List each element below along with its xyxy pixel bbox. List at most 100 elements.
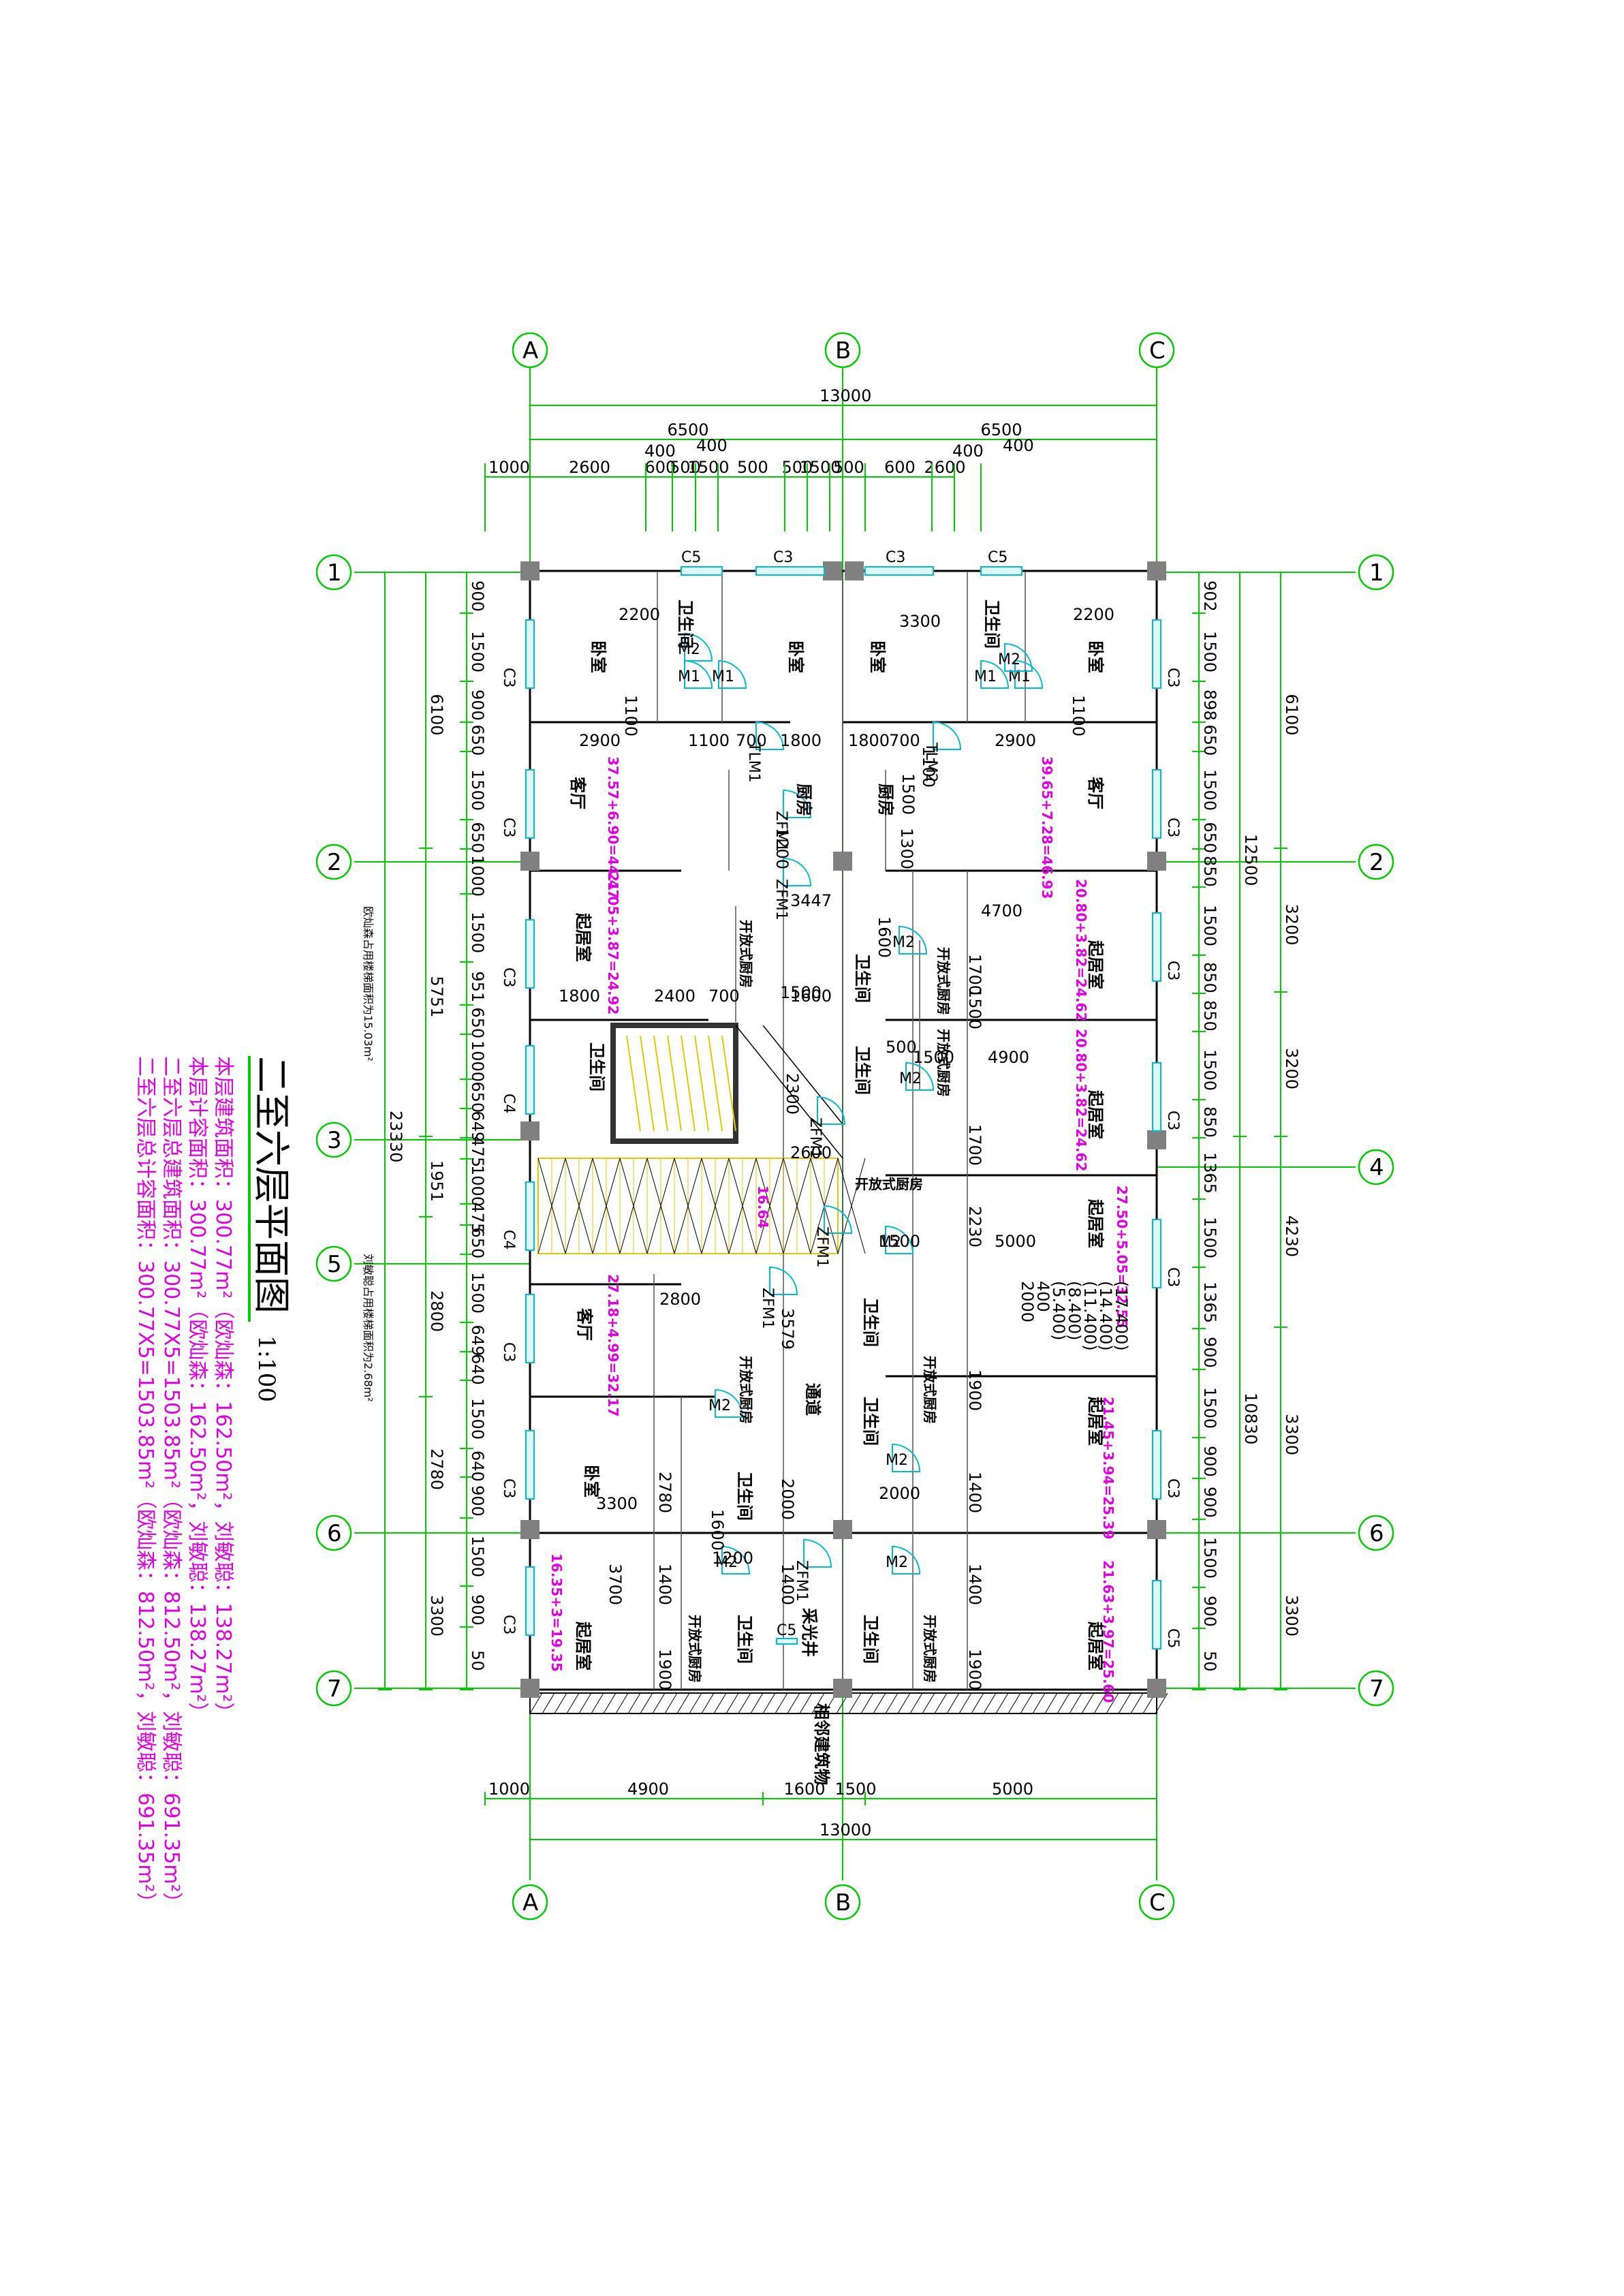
column (520, 852, 540, 871)
area-annotation-6: 27.18+4.99=32.17 (605, 1274, 621, 1416)
axis-bubble-bottom-A (512, 1884, 548, 1921)
axis-label-left-7: 7 (327, 1675, 342, 1703)
open-kitchen-label-4: 开放式厨房 (922, 1356, 938, 1424)
column (520, 561, 540, 580)
room-label-29: 相邻建筑物 (812, 1703, 831, 1785)
window-19 (776, 1638, 798, 1645)
window-6 (525, 919, 535, 989)
dim-right-inner-text-5: 650 (1200, 822, 1219, 854)
elevation-mark-3: (8.400) (1065, 1281, 1084, 1340)
door-label-16: ZFM1 (772, 879, 790, 920)
door-9 (715, 1389, 744, 1418)
neighbor-hatch (750, 1692, 764, 1714)
stair-hatch (783, 1158, 811, 1254)
room-label-19: 卫生间 (853, 1046, 872, 1095)
room-dim-29: 2600 (790, 1143, 832, 1162)
area-annotation-9: 21.63+3.97=25.60 (1100, 1560, 1116, 1703)
neighbor-hatch (615, 1692, 629, 1714)
room-dim-13: 1500 (899, 773, 918, 815)
dim-left-mid-text-3: 2800 (427, 1290, 446, 1332)
window-17 (1152, 1430, 1161, 1500)
neighbor-hatch (1008, 1692, 1021, 1714)
neighbor-hatch (738, 1692, 751, 1714)
window-label-16: C3 (1164, 1267, 1181, 1287)
dim-left-inner-text-12: 649 (468, 1111, 487, 1143)
axis-label-bottom-B: B (835, 1889, 851, 1917)
neighbor-hatch (1081, 1692, 1095, 1714)
dim-top-row2-text-1: 2600 (569, 458, 610, 477)
column (833, 852, 852, 871)
neighbor-hatch (1057, 1692, 1070, 1714)
dim-left-inner-text-11: 650 (468, 1082, 487, 1113)
room-dim-28: 1700 (965, 1124, 984, 1166)
elevation-mark-4: (5.400) (1049, 1281, 1068, 1340)
room-dim-38: 2000 (879, 1484, 920, 1503)
room-label-5: 卫生间 (982, 600, 1001, 649)
neighbor-hatch (909, 1692, 923, 1714)
window-label-13: C3 (1164, 818, 1181, 837)
axis-label-left-1: 1 (327, 559, 342, 587)
axis-label-right-4: 4 (1369, 1154, 1384, 1181)
dim-left-inner-text-25: 50 (468, 1650, 487, 1671)
window-label-3: C5 (988, 549, 1008, 566)
window-11 (525, 1566, 535, 1636)
door-11 (721, 1545, 751, 1574)
room-dim-44: 1200 (712, 1549, 753, 1568)
dim-left-inner-text-6: 1000 (468, 855, 487, 897)
door-label-13: TLM1 (745, 742, 762, 783)
room-dim-24: 1600 (790, 987, 832, 1006)
window-label-14: C3 (1164, 961, 1181, 980)
room-label-18: 卫生间 (853, 954, 872, 1003)
neighbor-hatch (725, 1692, 739, 1714)
door-20 (803, 1538, 832, 1568)
window-16 (1152, 1219, 1161, 1288)
door-5 (1004, 642, 1033, 672)
axis-label-bottom-C: C (1149, 1889, 1166, 1917)
axis-bubble-right-6 (1358, 1515, 1394, 1551)
neighbor-hatch (664, 1692, 678, 1714)
window-label-4: C3 (500, 668, 517, 687)
neighbor-hatch (627, 1692, 641, 1714)
dim-top-total-text-0: 13000 (819, 386, 871, 405)
room-label-28: 采光井 (800, 1608, 819, 1657)
neighbor-hatch (591, 1692, 604, 1714)
dim-top-row2-text-10: 2600 (924, 458, 966, 477)
dim-right-mid-text-1: 3200 (1282, 904, 1301, 946)
room-dim-17: 1600 (875, 916, 894, 958)
axis-bubble-left-5 (315, 1245, 352, 1282)
room-dim-27: 4900 (988, 1048, 1029, 1067)
room-dim-12: 1100 (1069, 695, 1088, 736)
room-label-21: 卫生间 (861, 1397, 880, 1446)
area-annotation-2: 21.05+3.87=24.92 (605, 872, 621, 1014)
room-labels: 卧室卧室卧室卧室卫生间卫生间客厅客厅厨房厨房起居室起居室起居室起居室起居室起居室… (548, 600, 1131, 1785)
dim-right-inner-text-6: 850 (1200, 856, 1219, 887)
neighbor-hatch (762, 1692, 776, 1714)
room-dim-46: 1400 (965, 1564, 984, 1605)
door-19 (769, 1266, 798, 1295)
stats-line-1: 本层建筑面积：300.77m²（欧灿森：162.50m²，刘敏聪：138.27m… (211, 1056, 235, 1723)
door-15 (783, 789, 812, 818)
room-dim-48: 1900 (965, 1649, 984, 1690)
room-label-7: 客厅 (1086, 777, 1105, 809)
column (520, 1520, 540, 1539)
stair-tread (640, 1035, 655, 1132)
door-label-0: M1 (678, 668, 700, 685)
room-dim-50: 500 (886, 1038, 917, 1057)
room-dim-18: 4700 (981, 901, 1022, 920)
room-label-0: 卧室 (589, 640, 608, 673)
neighbor-hatch (897, 1692, 911, 1714)
room-dim-30: 2230 (965, 1206, 984, 1247)
window-label-0: C5 (681, 549, 701, 566)
axis-bubble-bottom-B (824, 1884, 861, 1921)
room-dim-26: 1500 (913, 1048, 954, 1067)
room-dim-8: 1100 (919, 746, 938, 788)
room-label-3: 卧室 (1086, 640, 1105, 673)
door-16 (783, 857, 812, 886)
room-dim-19: 1700 (965, 954, 984, 995)
door-1 (718, 660, 747, 689)
axis-bubble-right-7 (1358, 1670, 1394, 1707)
column (1147, 852, 1166, 871)
door-label-6: M2 (892, 934, 915, 951)
room-label-16: 起居室 (574, 1621, 593, 1671)
